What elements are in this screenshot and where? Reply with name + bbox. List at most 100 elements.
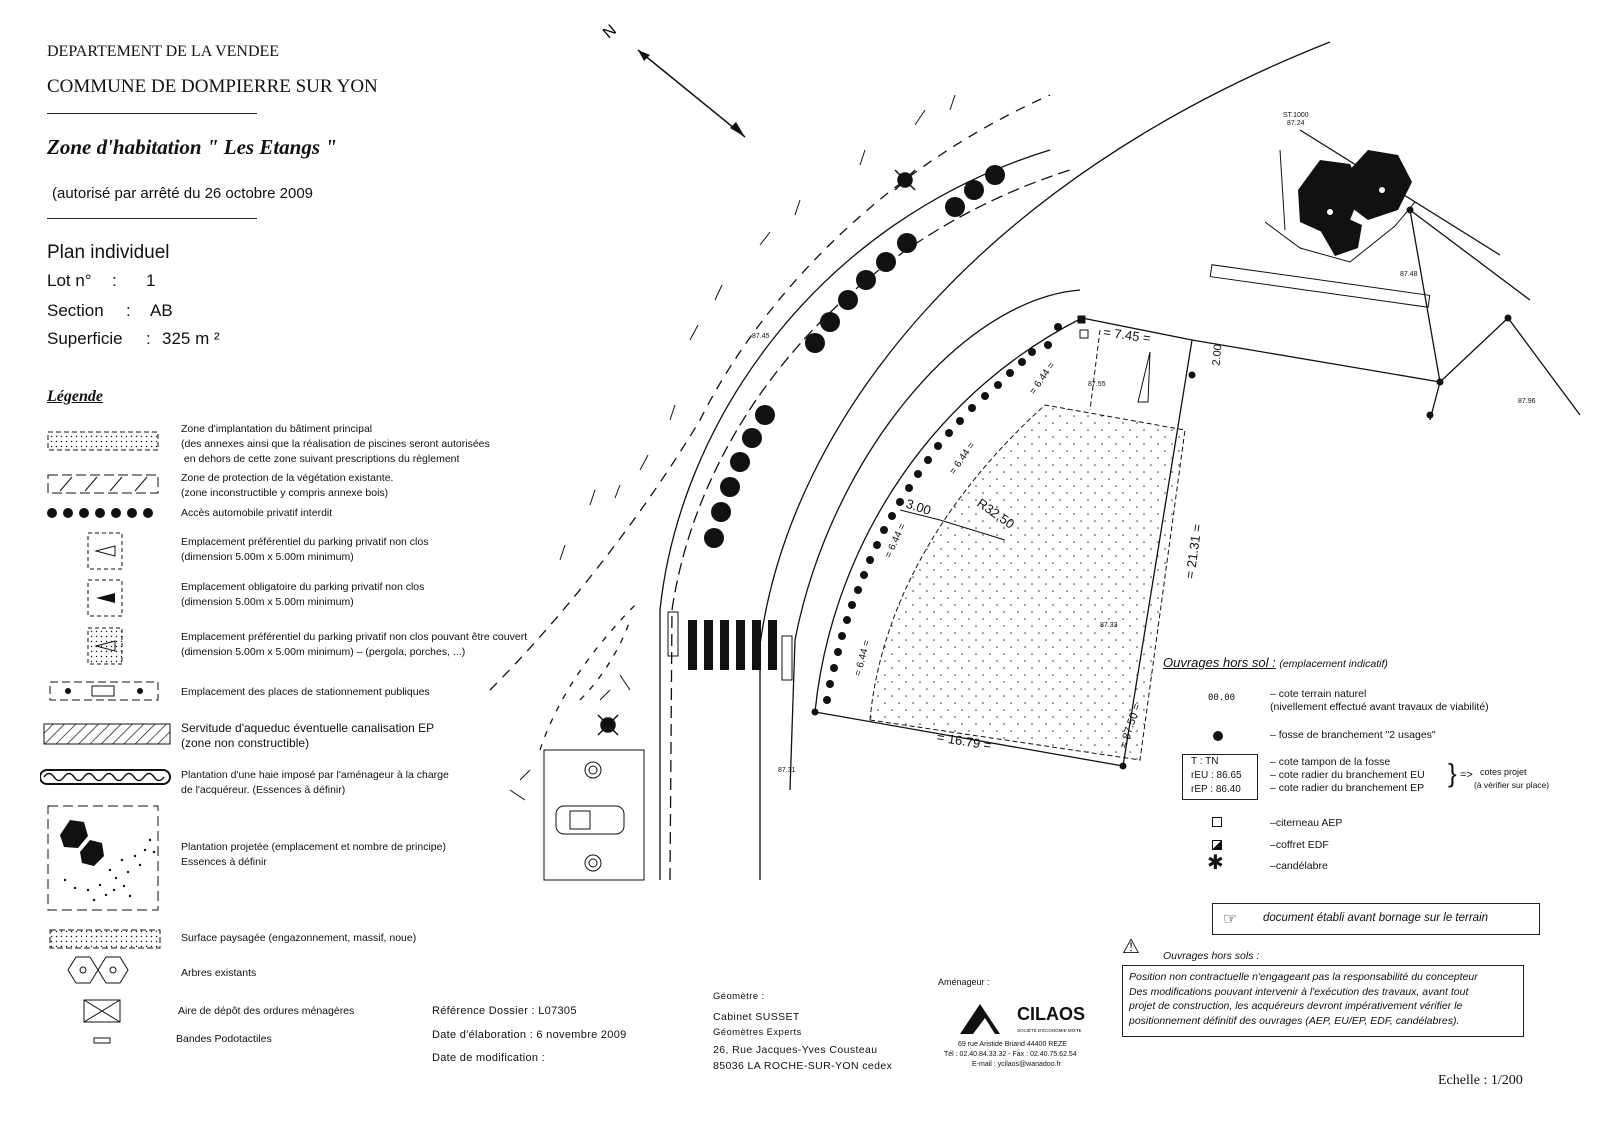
warning-box: Position non contractuelle n'engageant p…: [1122, 965, 1524, 1037]
authorization-text: (autorisé par arrêté du 26 octobre 2009: [52, 185, 313, 202]
lot-value: 1: [146, 271, 156, 290]
geometre-label: Géomètre :: [713, 991, 765, 1002]
public-parking: [543, 749, 645, 881]
ouvrage-item: –citerneau AEP: [1270, 817, 1343, 829]
legend-item: Plantation projetée (emplacement et nomb…: [181, 841, 446, 868]
legend-item: Emplacement préférentiel du parking priv…: [181, 536, 429, 563]
no-access-dots: [47, 508, 153, 518]
area-value: 325 m ²: [162, 329, 220, 348]
area-label: Superficie: [47, 329, 123, 348]
cilaos-logo-sub: SOCIÉTÉ D'ÉCONOMIE MIXTE: [1017, 1027, 1082, 1033]
legend-item: Zone d'implantation du bâtiment principa…: [181, 423, 490, 465]
elevation: 87.31: [778, 767, 796, 774]
landscape-swatch: [49, 929, 161, 949]
dim-side: = 21.31 =: [1182, 523, 1205, 580]
reference-modification: Date de modification :: [432, 1052, 545, 1064]
dim-offset: 3.00: [904, 496, 933, 518]
geometre-name: Cabinet SUSSET: [713, 1011, 800, 1023]
cotes-projet: cotes projet: [1480, 767, 1527, 777]
amenageur-label: Aménageur :: [938, 977, 990, 987]
building-zone-swatch: [47, 431, 159, 451]
reference-dossier: Référence Dossier : L07305: [432, 1005, 577, 1017]
st-label: ST.1000: [1283, 112, 1309, 119]
public-parking-swatch: [49, 681, 159, 701]
legend-title: Légende: [47, 388, 103, 405]
existing-trees: [1298, 150, 1412, 256]
divider: [47, 113, 257, 114]
north-label: N: [600, 22, 620, 42]
legend-item: Servitude d'aqueduc éventuelle canalisat…: [181, 721, 435, 750]
ouvrages-title-text: Ouvrages hors sol :: [1163, 655, 1276, 670]
legend-item: Emplacement préférentiel du parking priv…: [181, 631, 528, 658]
legend-item: Emplacement des places de stationnement …: [181, 686, 430, 698]
geometre-address1: 26, Rue Jacques-Yves Cousteau: [713, 1044, 878, 1056]
zone-title: Zone d'habitation " Les Etangs ": [47, 135, 337, 159]
plan-title: Plan individuel: [47, 242, 170, 263]
cote-ep: rEP : 86.40: [1191, 784, 1241, 795]
bornage-note: ☞ document établi avant bornage sur le t…: [1212, 903, 1540, 935]
hedge-trees: [704, 165, 1005, 548]
legend-item: Surface paysagée (engazonnement, massif,…: [181, 932, 417, 944]
north-arrow: N: [600, 22, 746, 138]
cilaos-logo-text: CILAOS: [1017, 1004, 1085, 1024]
area-sep: :: [146, 329, 151, 348]
geometre-sub: Géomètres Experts: [713, 1027, 802, 1038]
legend-item: Accès automobile privatif interdit: [181, 507, 333, 519]
commune-title: COMMUNE DE DOMPIERRE SUR YON: [47, 76, 378, 97]
fosse-icon: [1213, 731, 1223, 741]
elevation: 87.48: [1400, 271, 1418, 278]
amenageur-phone: Tél : 02.40.84.33.32 - Fax : 02.40.75.62…: [944, 1051, 1077, 1058]
ouvrage-item: – cote terrain naturel (nivellement effe…: [1270, 688, 1489, 713]
cote-tn: T : TN: [1191, 756, 1219, 767]
scale-label: Echelle : 1/200: [1438, 1073, 1523, 1088]
pedestrian-crossing: [667, 611, 793, 681]
dim-arc: = 6.44 =: [948, 440, 978, 477]
hedge-swatch: [40, 769, 171, 785]
aqueduct-swatch: [43, 723, 171, 745]
elevation: 87.55: [1088, 381, 1106, 388]
geometre-address2: 85036 LA ROCHE-SUR-YON cedex: [713, 1060, 893, 1072]
building-zone: [869, 404, 1186, 761]
cote-eu: rEU : 86.65: [1191, 770, 1242, 781]
ouvrages-subtitle: (emplacement indicatif): [1279, 658, 1388, 670]
site-plan: N: [489, 22, 1581, 881]
elevation: 87.96: [1518, 398, 1536, 405]
coffret-icon: [1212, 840, 1222, 850]
department-title: DEPARTEMENT DE LA VENDEE: [47, 43, 280, 60]
legend-item: Emplacement obligatoire du parking priva…: [181, 581, 425, 608]
warning-title: Ouvrages hors sols :: [1163, 950, 1260, 962]
section-label: Section: [47, 301, 104, 320]
candelabre-icon: [597, 169, 916, 736]
lot-label: Lot n°: [47, 271, 92, 290]
cilaos-logo: CILAOS SOCIÉTÉ D'ÉCONOMIE MIXTE: [960, 1004, 1085, 1034]
legend-item: Zone de protection de la végétation exis…: [181, 472, 394, 499]
ouvrage-item: – cote tampon de la fosse – cote radier …: [1270, 756, 1425, 794]
ouvrage-item: –candélabre: [1270, 860, 1328, 872]
tactile-strip-swatch: [93, 1037, 111, 1044]
dim-frontage: = 7.45 =: [1102, 324, 1151, 345]
lot-boundary: [814, 129, 1581, 767]
parking-marker: [1137, 351, 1151, 403]
planting-swatch: [47, 805, 159, 911]
lot-sep: :: [112, 271, 117, 290]
legend-item: Arbres existants: [181, 967, 257, 979]
legend-item: Plantation d'une haie imposé par l'aména…: [181, 769, 449, 796]
no-access-dots: [823, 323, 1062, 704]
pointing-hand-icon: ☞: [1223, 911, 1238, 928]
warning-icon: ⚠: [1122, 936, 1140, 958]
amenageur-address: 69 rue Aristide Briand 44400 REZE: [958, 1041, 1067, 1048]
elevation: 87.33: [1100, 622, 1118, 629]
arrow-icon: =>: [1460, 769, 1473, 781]
existing-trees-swatch: [67, 956, 129, 984]
dim-arc: = 6.44 =: [1028, 360, 1058, 397]
waste-area-swatch: [83, 999, 121, 1023]
bornage-text: document établi avant bornage sur le ter…: [1263, 912, 1489, 924]
reference-elaboration: Date d'élaboration : 6 novembre 2009: [432, 1029, 627, 1041]
candelabre-icon: ✱: [1207, 852, 1224, 874]
parking-mandatory-swatch: [87, 579, 123, 617]
elevation: 87.45: [752, 333, 770, 340]
cotes-verify: (à vérifier sur place): [1474, 780, 1550, 790]
parking-covered-swatch: [87, 627, 123, 665]
protection-zone-swatch: [47, 474, 159, 494]
brace: }: [1448, 758, 1457, 788]
